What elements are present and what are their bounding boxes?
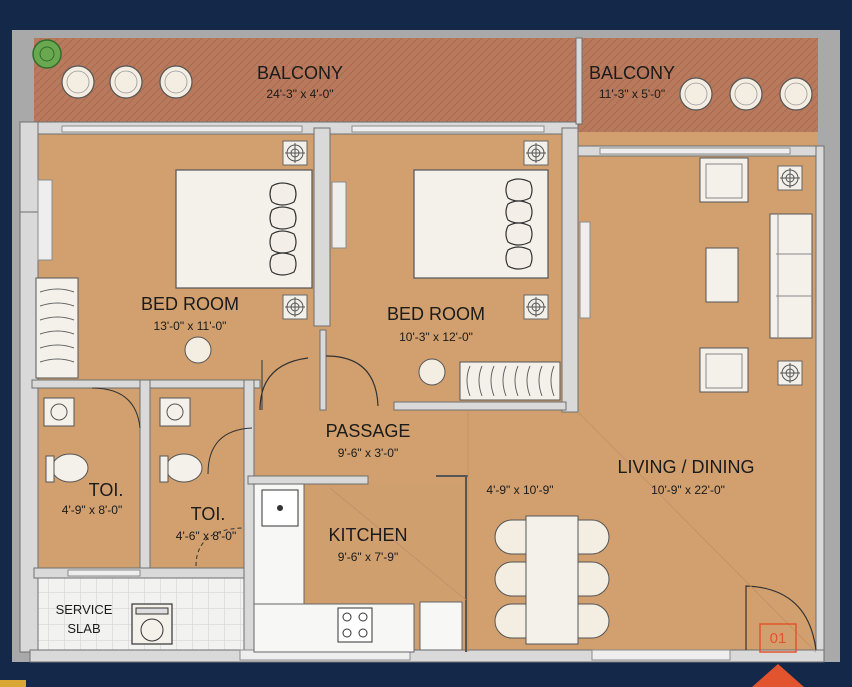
bedroom-left-furniture bbox=[35, 140, 313, 411]
toilets-fixtures bbox=[43, 387, 253, 567]
entry-arrow-icon bbox=[752, 664, 804, 687]
balcony-left-dim: 24'-3" x 4'-0" bbox=[266, 87, 333, 101]
walls bbox=[19, 37, 825, 663]
coffee-table bbox=[705, 247, 739, 303]
passage-name: PASSAGE bbox=[326, 421, 411, 441]
living-name: LIVING / DINING bbox=[617, 457, 754, 477]
bedroom-right-name: BED ROOM bbox=[387, 304, 485, 324]
kitchen-fixtures bbox=[253, 475, 468, 653]
bedroom-right-furniture bbox=[325, 140, 561, 407]
windows bbox=[37, 125, 791, 661]
service-slab-line1: SERVICE bbox=[56, 602, 113, 617]
wardrobe-left bbox=[35, 277, 79, 379]
fridge bbox=[419, 601, 463, 651]
bedroom-right-dim: 10'-3" x 12'-0" bbox=[399, 330, 473, 344]
toilet-left-dim: 4'-9" x 8'-0" bbox=[62, 503, 122, 517]
bedroom-left-dim: 13'-0" x 11'-0" bbox=[154, 319, 227, 333]
toilet-right-name: TOI. bbox=[191, 504, 226, 524]
corner-mark bbox=[0, 680, 26, 687]
passage-dim: 9'-6" x 3'-0" bbox=[338, 446, 398, 460]
bedroom-left-name: BED ROOM bbox=[141, 294, 239, 314]
entrance-door bbox=[745, 585, 817, 651]
unit-number: 01 bbox=[770, 630, 787, 647]
dining-dim: 4'-9" x 10'-9" bbox=[486, 483, 553, 497]
plant-icon bbox=[32, 39, 62, 69]
balcony-right-dim: 11'-3" x 5'-0" bbox=[599, 87, 665, 101]
stove-icon bbox=[337, 607, 373, 643]
unit-number-box bbox=[759, 623, 797, 653]
toilet-left-name: TOI. bbox=[89, 480, 124, 500]
washing-machine-icon bbox=[131, 603, 173, 645]
living-dim: 10'-9" x 22'-0" bbox=[651, 483, 725, 497]
kitchen-name: KITCHEN bbox=[328, 525, 407, 545]
balcony-right-name: BALCONY bbox=[589, 63, 675, 83]
guide-lines bbox=[329, 411, 817, 653]
wardrobe-right bbox=[459, 361, 561, 401]
balcony-left-name: BALCONY bbox=[257, 63, 343, 83]
sofa bbox=[769, 213, 813, 339]
kitchen-dim: 9'-6" x 7'-9" bbox=[338, 550, 398, 564]
balcony-left-furniture bbox=[32, 39, 193, 99]
toilet-right-dim: 4'-6" x 8'-0" bbox=[176, 529, 236, 543]
balcony-right-furniture bbox=[679, 77, 813, 111]
service-slab-line2: SLAB bbox=[67, 621, 100, 636]
dining-set bbox=[494, 515, 610, 645]
living-furniture bbox=[699, 157, 817, 651]
